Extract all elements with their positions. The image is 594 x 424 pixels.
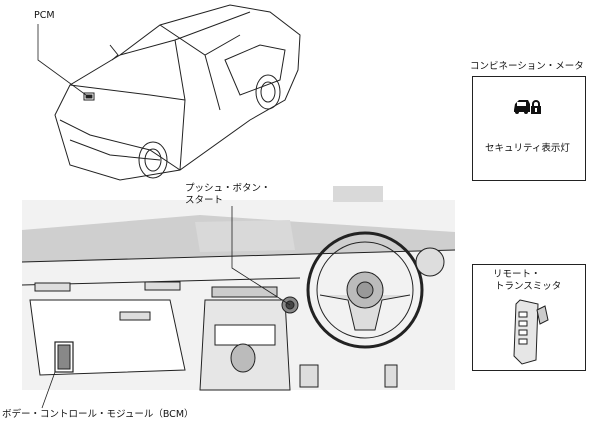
remote-transmitter-label-line2: トランスミッタ xyxy=(495,281,562,292)
dashboard-drawing xyxy=(21,186,456,391)
combination-meter-title: コンビネーション・メータ xyxy=(470,61,584,72)
pcm-module xyxy=(83,92,95,101)
push-button-start-label-line2: スタート xyxy=(185,195,224,206)
security-indicator-label: セキュリティ表示灯 xyxy=(485,143,570,154)
remote-transmitter-label-line1: リモート・ xyxy=(493,269,541,280)
remote-transmitter-drawing xyxy=(513,299,549,365)
bcm-leader-line xyxy=(41,371,56,409)
bcm-label: ボデー・コントロール・モジュール（BCM） xyxy=(2,409,194,420)
push-button-start-label-line1: プッシュ・ボタン・ xyxy=(185,183,271,194)
pcm-leader-line xyxy=(37,24,87,96)
push-button-leader-line xyxy=(231,206,291,306)
car-drawing xyxy=(54,4,301,181)
combination-meter-panel: セキュリティ表示灯 xyxy=(472,76,586,181)
pcm-label: PCM xyxy=(34,10,55,21)
remote-transmitter-panel: リモート・ トランスミッタ xyxy=(472,264,586,371)
car-with-padlock-icon xyxy=(512,96,542,116)
